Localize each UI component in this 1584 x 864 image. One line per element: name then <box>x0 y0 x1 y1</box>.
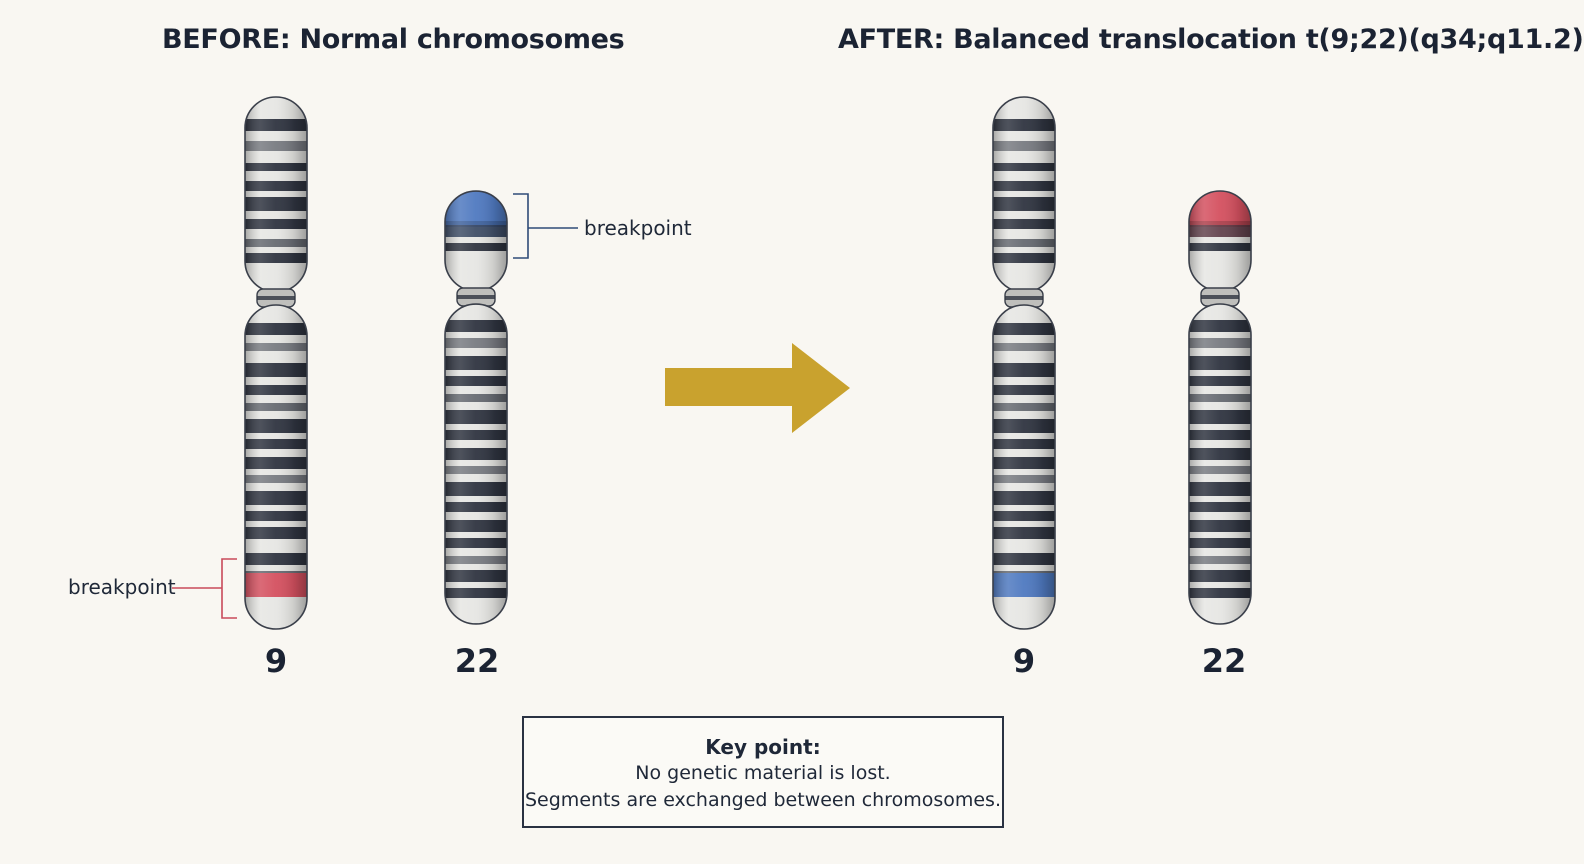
breakpoint-label-chr22: breakpoint <box>584 216 692 240</box>
breakpoint-bracket-chr9 <box>172 558 237 619</box>
before-title: BEFORE: Normal chromosomes <box>162 24 625 55</box>
after-title: AFTER: Balanced translocation t(9;22)(q3… <box>838 24 1584 55</box>
key-point-line-2: Segments are exchanged between chromosom… <box>525 789 1001 811</box>
chromosome-22-after <box>1188 190 1252 625</box>
breakpoint-bracket-chr22 <box>513 193 578 259</box>
chromosome-9-before <box>244 96 308 630</box>
chromosome-label-before-9: 9 <box>264 642 288 680</box>
chromosome-label-before-22: 22 <box>454 642 500 680</box>
translocation-arrow-icon <box>665 343 850 433</box>
key-point-heading: Key point: <box>705 735 821 759</box>
chromosome-label-after-9: 9 <box>1012 642 1036 680</box>
key-point-box: Key point: No genetic material is lost. … <box>522 716 1004 828</box>
translocation-diagram <box>172 96 1252 630</box>
chromosome-9-after <box>992 96 1056 630</box>
key-point-line-1: No genetic material is lost. <box>635 762 891 784</box>
chromosome-label-after-22: 22 <box>1201 642 1247 680</box>
breakpoint-label-chr9: breakpoint <box>68 575 176 599</box>
chromosome-22-before <box>444 190 508 625</box>
